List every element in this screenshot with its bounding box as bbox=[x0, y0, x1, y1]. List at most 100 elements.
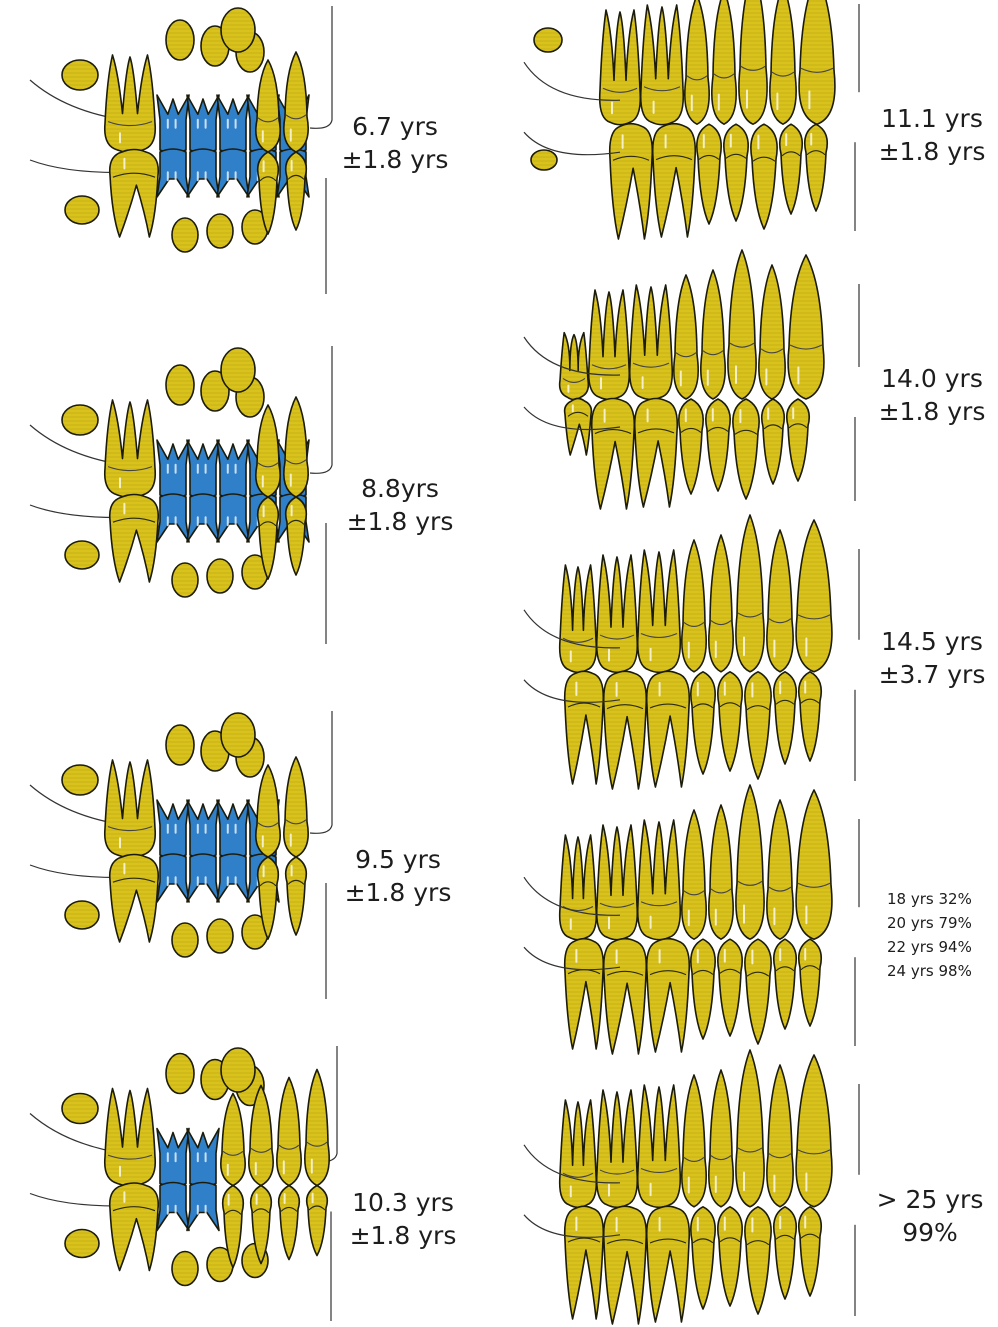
upper-tooth bbox=[796, 520, 832, 672]
stage-panel-14-0 bbox=[520, 280, 865, 505]
stage-panel-6-7 bbox=[0, 0, 340, 300]
dentition-illustration-9-5 bbox=[0, 705, 340, 1005]
developing-crown bbox=[166, 365, 194, 405]
stage-label-10-3: 10.3 yrs ±1.8 yrs bbox=[343, 1186, 463, 1252]
stage-range: ±1.8 yrs bbox=[872, 135, 992, 168]
lower-tooth bbox=[691, 939, 715, 1039]
upper-tooth bbox=[799, 0, 835, 124]
dentition-illustration-18-24 bbox=[520, 815, 865, 1050]
lower-tooth bbox=[110, 855, 159, 943]
lower-tooth bbox=[110, 1183, 159, 1271]
primary-tooth bbox=[157, 1183, 189, 1231]
upper-tooth bbox=[105, 760, 155, 858]
stage-age: 8.8yrs bbox=[340, 472, 460, 505]
primary-tooth bbox=[187, 1183, 219, 1231]
developing-crown bbox=[221, 8, 255, 52]
lower-tooth bbox=[805, 124, 828, 211]
lower-tooth bbox=[762, 399, 785, 484]
stage-panel-14-5 bbox=[520, 545, 865, 785]
dentition-illustration-14-5 bbox=[520, 545, 865, 785]
primary-tooth bbox=[187, 440, 219, 498]
lower-tooth bbox=[780, 124, 803, 214]
lower-tooth bbox=[691, 672, 715, 774]
primary-tooth bbox=[157, 800, 189, 858]
upper-tooth bbox=[630, 285, 673, 400]
lower-tooth bbox=[745, 1207, 771, 1314]
primary-tooth bbox=[187, 854, 219, 902]
dentition-illustration-14-0 bbox=[520, 280, 865, 505]
dentition-illustration-6-7 bbox=[0, 0, 340, 300]
stage-age: 10.3 yrs bbox=[343, 1186, 463, 1219]
developing-crown bbox=[531, 150, 557, 170]
developing-crown bbox=[62, 60, 98, 90]
lower-tooth bbox=[787, 399, 810, 481]
lower-tooth bbox=[604, 1206, 647, 1324]
upper-tooth bbox=[685, 0, 709, 124]
upper-tooth bbox=[709, 805, 733, 939]
stage-label-14-0: 14.0 yrs ±1.8 yrs bbox=[872, 362, 992, 428]
developing-crown bbox=[62, 405, 98, 435]
upper-tooth bbox=[770, 0, 796, 124]
stage-panel-25 bbox=[520, 1080, 865, 1320]
upper-tooth bbox=[767, 530, 793, 672]
stage-label-18-24: 18 yrs 32% 20 yrs 79% 22 yrs 94% 24 yrs … bbox=[887, 887, 992, 983]
primary-tooth bbox=[217, 494, 249, 542]
lower-tooth bbox=[604, 671, 647, 789]
primary-tooth bbox=[157, 1129, 189, 1187]
upper-tooth bbox=[682, 540, 706, 672]
upper-tooth bbox=[788, 255, 824, 399]
lower-tooth bbox=[647, 671, 690, 787]
primary-tooth bbox=[217, 95, 249, 153]
lower-tooth bbox=[745, 672, 771, 779]
upper-tooth bbox=[105, 1089, 155, 1187]
stage-panel-11-1 bbox=[520, 0, 865, 235]
lower-tooth bbox=[647, 939, 690, 1052]
upper-tooth bbox=[736, 785, 764, 939]
lower-tooth bbox=[724, 124, 748, 221]
upper-tooth bbox=[284, 52, 308, 152]
lower-tooth bbox=[697, 124, 721, 224]
stage-range: 99% bbox=[870, 1216, 990, 1249]
developing-crown bbox=[65, 901, 99, 929]
developing-crown bbox=[166, 725, 194, 765]
developing-crown bbox=[65, 196, 99, 224]
upper-tooth bbox=[560, 835, 597, 940]
primary-tooth bbox=[157, 494, 189, 542]
upper-tooth bbox=[305, 1070, 329, 1186]
stage-age: 14.0 yrs bbox=[872, 362, 992, 395]
stage-range: ±1.8 yrs bbox=[872, 395, 992, 428]
primary-tooth bbox=[157, 149, 189, 197]
stage-range: ±1.8 yrs bbox=[343, 1219, 463, 1252]
developing-crown bbox=[534, 28, 562, 52]
lower-tooth bbox=[745, 939, 771, 1044]
lower-tooth bbox=[774, 672, 797, 764]
lower-tooth bbox=[565, 671, 604, 784]
primary-tooth bbox=[157, 95, 189, 153]
upper-tooth bbox=[256, 765, 280, 857]
lower-tooth bbox=[279, 1186, 300, 1260]
dentition-illustration-8-8 bbox=[0, 340, 340, 650]
upper-tooth bbox=[256, 405, 280, 497]
stage-range: ±1.8 yrs bbox=[338, 876, 458, 909]
upper-tooth bbox=[712, 0, 736, 124]
upper-tooth bbox=[638, 820, 681, 940]
upper-tooth bbox=[796, 790, 832, 939]
developing-crown bbox=[62, 765, 98, 795]
dentition-illustration-11-1 bbox=[520, 0, 865, 235]
lower-tooth bbox=[647, 1206, 690, 1322]
primary-tooth bbox=[217, 440, 249, 498]
stage-label-11-1: 11.1 yrs ±1.8 yrs bbox=[872, 102, 992, 168]
upper-tooth bbox=[739, 0, 767, 124]
developing-crown bbox=[172, 563, 198, 597]
lower-tooth bbox=[635, 399, 678, 508]
primary-tooth bbox=[217, 800, 249, 858]
upper-tooth bbox=[709, 1070, 733, 1207]
dentition-illustration-10-3 bbox=[0, 1040, 345, 1327]
developing-crown bbox=[172, 218, 198, 252]
stage-age: 9.5 yrs bbox=[338, 843, 458, 876]
lower-tooth bbox=[751, 124, 777, 229]
developing-crown bbox=[221, 348, 255, 392]
developing-crown bbox=[166, 20, 194, 60]
stage-label-6-7: 6.7 yrs ±1.8 yrs bbox=[335, 110, 455, 176]
stage-percent-20: 20 yrs 79% bbox=[887, 911, 992, 935]
